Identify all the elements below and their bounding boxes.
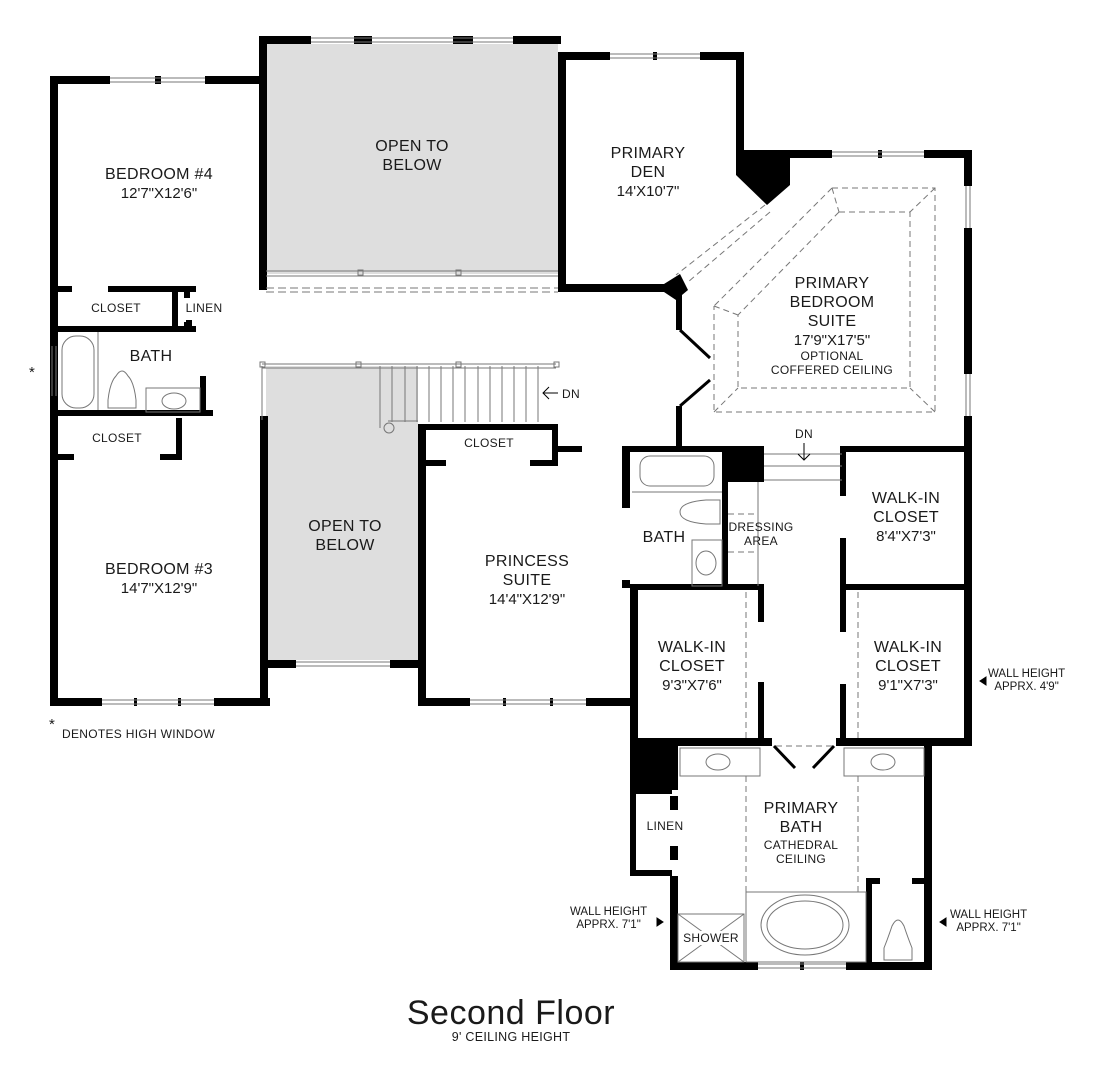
walls — [50, 36, 972, 970]
room-linen-lower: LINEN — [646, 819, 684, 833]
high-window-legend-marker: * — [49, 716, 55, 733]
staircase — [379, 366, 539, 434]
room-primary-bath: PRIMARY BATH CATHEDRAL CEILING — [763, 800, 839, 866]
room-linen-upper: LINEN — [185, 301, 223, 315]
wall-height-note-toilet: WALL HEIGHT APPRX. 7'1" — [950, 909, 1028, 935]
wall-height-note-shower: WALL HEIGHT APPRX. 7'1" — [570, 906, 648, 932]
room-walkin-closet-1: WALK-IN CLOSET 8'4"X7'3" — [871, 490, 941, 545]
high-window-legend: DENOTES HIGH WINDOW — [62, 727, 216, 741]
room-primary-bedroom-suite: PRIMARY BEDROOM SUITE 17'9"X17'5" OPTION… — [770, 275, 894, 378]
high-window-marker: * — [29, 364, 35, 381]
floor-subtitle: 9' CEILING HEIGHT — [451, 1030, 571, 1044]
room-walkin-closet-2: WALK-IN CLOSET 9'3"X7'6" — [657, 639, 727, 694]
room-princess-bath: BATH — [642, 529, 686, 546]
room-closet-bedroom-4: CLOSET — [91, 301, 141, 315]
room-closet-princess: CLOSET — [464, 436, 514, 450]
room-bedroom-4: BEDROOM #4 12'7"X12'6" — [105, 166, 213, 202]
room-dressing-area: DRESSING AREA — [728, 520, 794, 549]
room-princess-suite: PRINCESS SUITE 14'4"X12'9" — [484, 553, 570, 608]
stair-down-label-suite: DN — [795, 427, 813, 441]
stair-down-label-main: DN — [562, 387, 580, 401]
room-open-to-below-mid: OPEN TO BELOW — [308, 518, 382, 554]
wall-height-note-walkin: WALL HEIGHT APPRX. 4'9" — [988, 668, 1066, 694]
room-shower: SHOWER — [682, 931, 740, 946]
room-primary-den: PRIMARY DEN 14'X10'7" — [610, 145, 686, 200]
room-bedroom-3: BEDROOM #3 14'7"X12'9" — [105, 561, 213, 597]
room-walkin-closet-3: WALK-IN CLOSET 9'1"X7'3" — [873, 639, 943, 694]
room-open-to-below-top: OPEN TO BELOW — [375, 138, 449, 174]
room-hall-bath: BATH — [129, 348, 173, 365]
floor-title: Second Floor — [406, 994, 616, 1032]
open-to-below-area-top — [266, 44, 558, 274]
room-closet-bedroom-3: CLOSET — [92, 431, 142, 445]
open-to-below-area-mid — [266, 366, 418, 660]
